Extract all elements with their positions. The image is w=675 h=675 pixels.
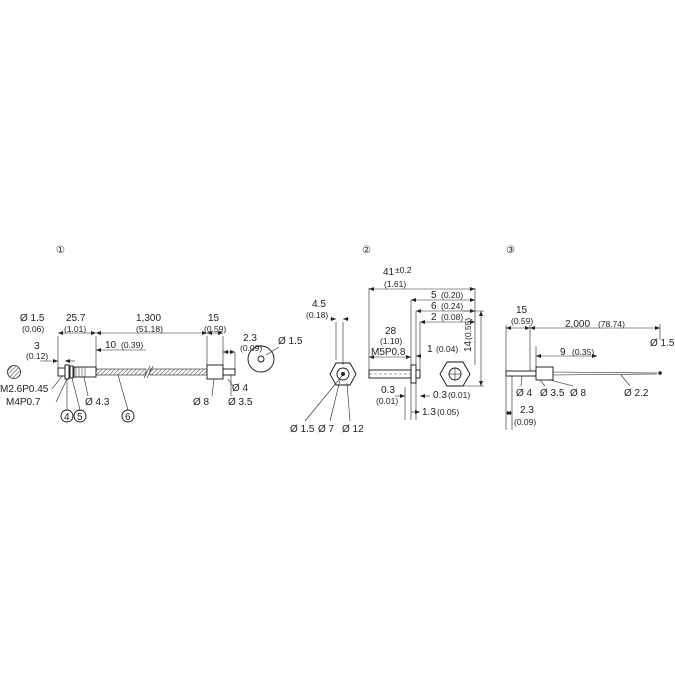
dim-2-3-label: 2.3 [243, 333, 257, 344]
figure-3: ③ 15 (0.59) 2,000 (78.74) Ø 1.5 9 (0.35)… [505, 245, 675, 430]
tip-diameter-inch: (0.06) [22, 324, 44, 334]
dim-4-5-label: 4.5 [312, 299, 326, 310]
dim-2-inch: (0.08) [441, 312, 463, 322]
figure-2: ② 4.5 (0.18) Ø 1.5 Ø 7 Ø 12 41 ±0.2 (1.6… [290, 245, 484, 435]
dim-28-label: 28 [385, 326, 397, 337]
dim-2000-inch: (78.74) [598, 319, 625, 329]
dim-3-label: 3 [34, 341, 40, 352]
dim-5-label: 5 [431, 290, 437, 301]
dim-4-3-label: Ø 4.3 [85, 397, 110, 408]
nut-washer [69, 365, 74, 379]
dim-3-5-label: Ø 3.5 [228, 397, 253, 408]
figure-1-number: ① [56, 245, 65, 256]
dim-8-label: Ø 8 [570, 388, 587, 399]
dim-15-inch: (0.59) [511, 316, 533, 326]
dim-7-label: Ø 7 [318, 424, 335, 435]
dim-14-inch: (0.55) [463, 318, 473, 340]
dim-25-7-inch: (1.01) [64, 324, 86, 334]
dim-4-label: Ø 4 [516, 388, 533, 399]
dim-5-inch: (0.20) [441, 290, 463, 300]
connector-ferrule [222, 368, 236, 376]
stud-flange [410, 364, 417, 384]
dim-2-label: 2 [431, 312, 437, 323]
dim-2-2-label: Ø 2.2 [624, 388, 649, 399]
figure-1: ① Ø 1.5 (0.06) Ø 1.5 [0, 245, 303, 423]
dim-2000-label: 2,000 [565, 319, 590, 330]
dim-3-inch: (0.12) [26, 351, 48, 361]
dim-1-inch: (0.04) [436, 344, 458, 354]
dim-9-label: 9 [560, 347, 566, 358]
dim-1-5-label: Ø 1.5 [290, 424, 315, 435]
dim-10-inch: (0.39) [121, 340, 143, 350]
dim-1300-label: 1,300 [136, 313, 161, 324]
dim-41-tolerance: ±0.2 [395, 265, 412, 275]
dim-0-3a-inch: (0.01) [376, 396, 398, 406]
dim-25-7-label: 25.7 [66, 313, 86, 324]
dim-10-label: 10 [105, 340, 117, 351]
dim-1-label: 1 [427, 344, 433, 355]
fiber-cable-segment-1 [95, 368, 147, 376]
dim-2-3-inch: (0.09) [240, 343, 262, 353]
dim-6-label: 6 [431, 301, 437, 312]
dim-15-label: 15 [516, 305, 528, 316]
dim-3-5-label: Ø 3.5 [540, 388, 565, 399]
dim-0-3a-label: 0.3 [381, 385, 395, 396]
dim-14-label: 14 [463, 340, 474, 352]
dim-2-3-label: 2.3 [520, 405, 534, 416]
thread-small-label: M2.6P0.45 [0, 384, 49, 395]
svg-text:5: 5 [77, 412, 83, 423]
dim-6-inch: (0.24) [441, 301, 463, 311]
thread-label: M5P0.8 [371, 347, 406, 358]
dim-4-label: Ø 4 [232, 383, 249, 394]
dim-0-3b-label: 0.3 [433, 390, 447, 401]
sensor-tip [57, 367, 66, 377]
dim-15-label: 15 [208, 313, 220, 324]
nut-small [64, 364, 70, 380]
dim-15-inch: (0.59) [204, 324, 226, 334]
fiber-cable-segment-2 [149, 368, 208, 376]
dim-28-inch: (1.10) [380, 336, 402, 346]
dim-2-3-inch: (0.09) [514, 417, 536, 427]
svg-text:4: 4 [64, 412, 70, 423]
stud-tip [415, 369, 421, 379]
probe-end-dot [658, 371, 662, 375]
probe-body [535, 366, 554, 381]
dim-41-inch: (1.61) [384, 279, 406, 289]
dim-1-5-label: Ø 1.5 [650, 338, 675, 349]
dim-9-inch: (0.35) [572, 347, 594, 357]
dim-8-label: Ø 8 [193, 397, 210, 408]
dim-4-5-inch: (0.18) [306, 310, 328, 320]
dim-0-3b-inch: (0.01) [448, 390, 470, 400]
dim-1300-inch: (51.18) [136, 324, 163, 334]
thread-large-label: M4P0.7 [6, 397, 41, 408]
dim-1-3-inch: (0.05) [437, 407, 459, 417]
dim-41-label: 41 [383, 267, 395, 278]
figure-3-number: ③ [506, 245, 515, 256]
tip-diameter-label: Ø 1.5 [20, 313, 45, 324]
fiber-cross-section [7, 365, 21, 379]
callout-6 [121, 409, 135, 423]
figure-2-number: ② [362, 245, 371, 256]
dim-12-label: Ø 12 [342, 424, 364, 435]
connector-end-bore [257, 355, 265, 363]
hex-center-bore [341, 372, 345, 376]
svg-text:6: 6 [125, 412, 131, 423]
end-diameter-label: Ø 1.5 [278, 336, 303, 347]
connector-sleeve [206, 364, 224, 380]
sensor-probe [505, 370, 537, 377]
dim-1-3-label: 1.3 [422, 407, 436, 418]
